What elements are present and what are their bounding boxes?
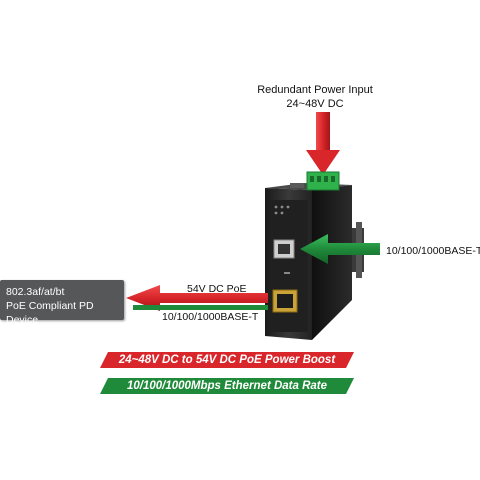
- poe-output-label: 54V DC PoE: [187, 283, 247, 295]
- data-rate-banner: 10/100/1000Mbps Ethernet Data Rate: [100, 378, 354, 394]
- data-rate-text: 10/100/1000Mbps Ethernet Data Rate: [126, 380, 328, 392]
- pd-device-description: PoE Compliant PD Device: [6, 300, 94, 326]
- power-boost-text: 24~48V DC to 54V DC PoE Power Boost: [118, 354, 336, 366]
- power-input-label: Redundant Power Input 24~48V DC: [230, 83, 400, 111]
- pd-device-standard: 802.3af/at/bt: [6, 286, 65, 298]
- data-line: [133, 305, 268, 310]
- power-input-arrow: [306, 112, 340, 175]
- uplink-port-label: 10/100/1000BASE-T: [386, 245, 480, 257]
- power-boost-banner: 24~48V DC to 54V DC PoE Power Boost: [100, 352, 354, 368]
- poe-injector-device: [265, 171, 364, 340]
- power-input-voltage: 24~48V DC: [286, 98, 344, 110]
- poe-output-arrow: [126, 285, 268, 311]
- uplink-arrow: [300, 234, 380, 264]
- power-input-title: Redundant Power Input: [257, 84, 373, 96]
- poe-data-label: 10/100/1000BASE-T: [162, 311, 259, 323]
- pd-device-box: 802.3af/at/bt PoE Compliant PD Device: [0, 280, 124, 326]
